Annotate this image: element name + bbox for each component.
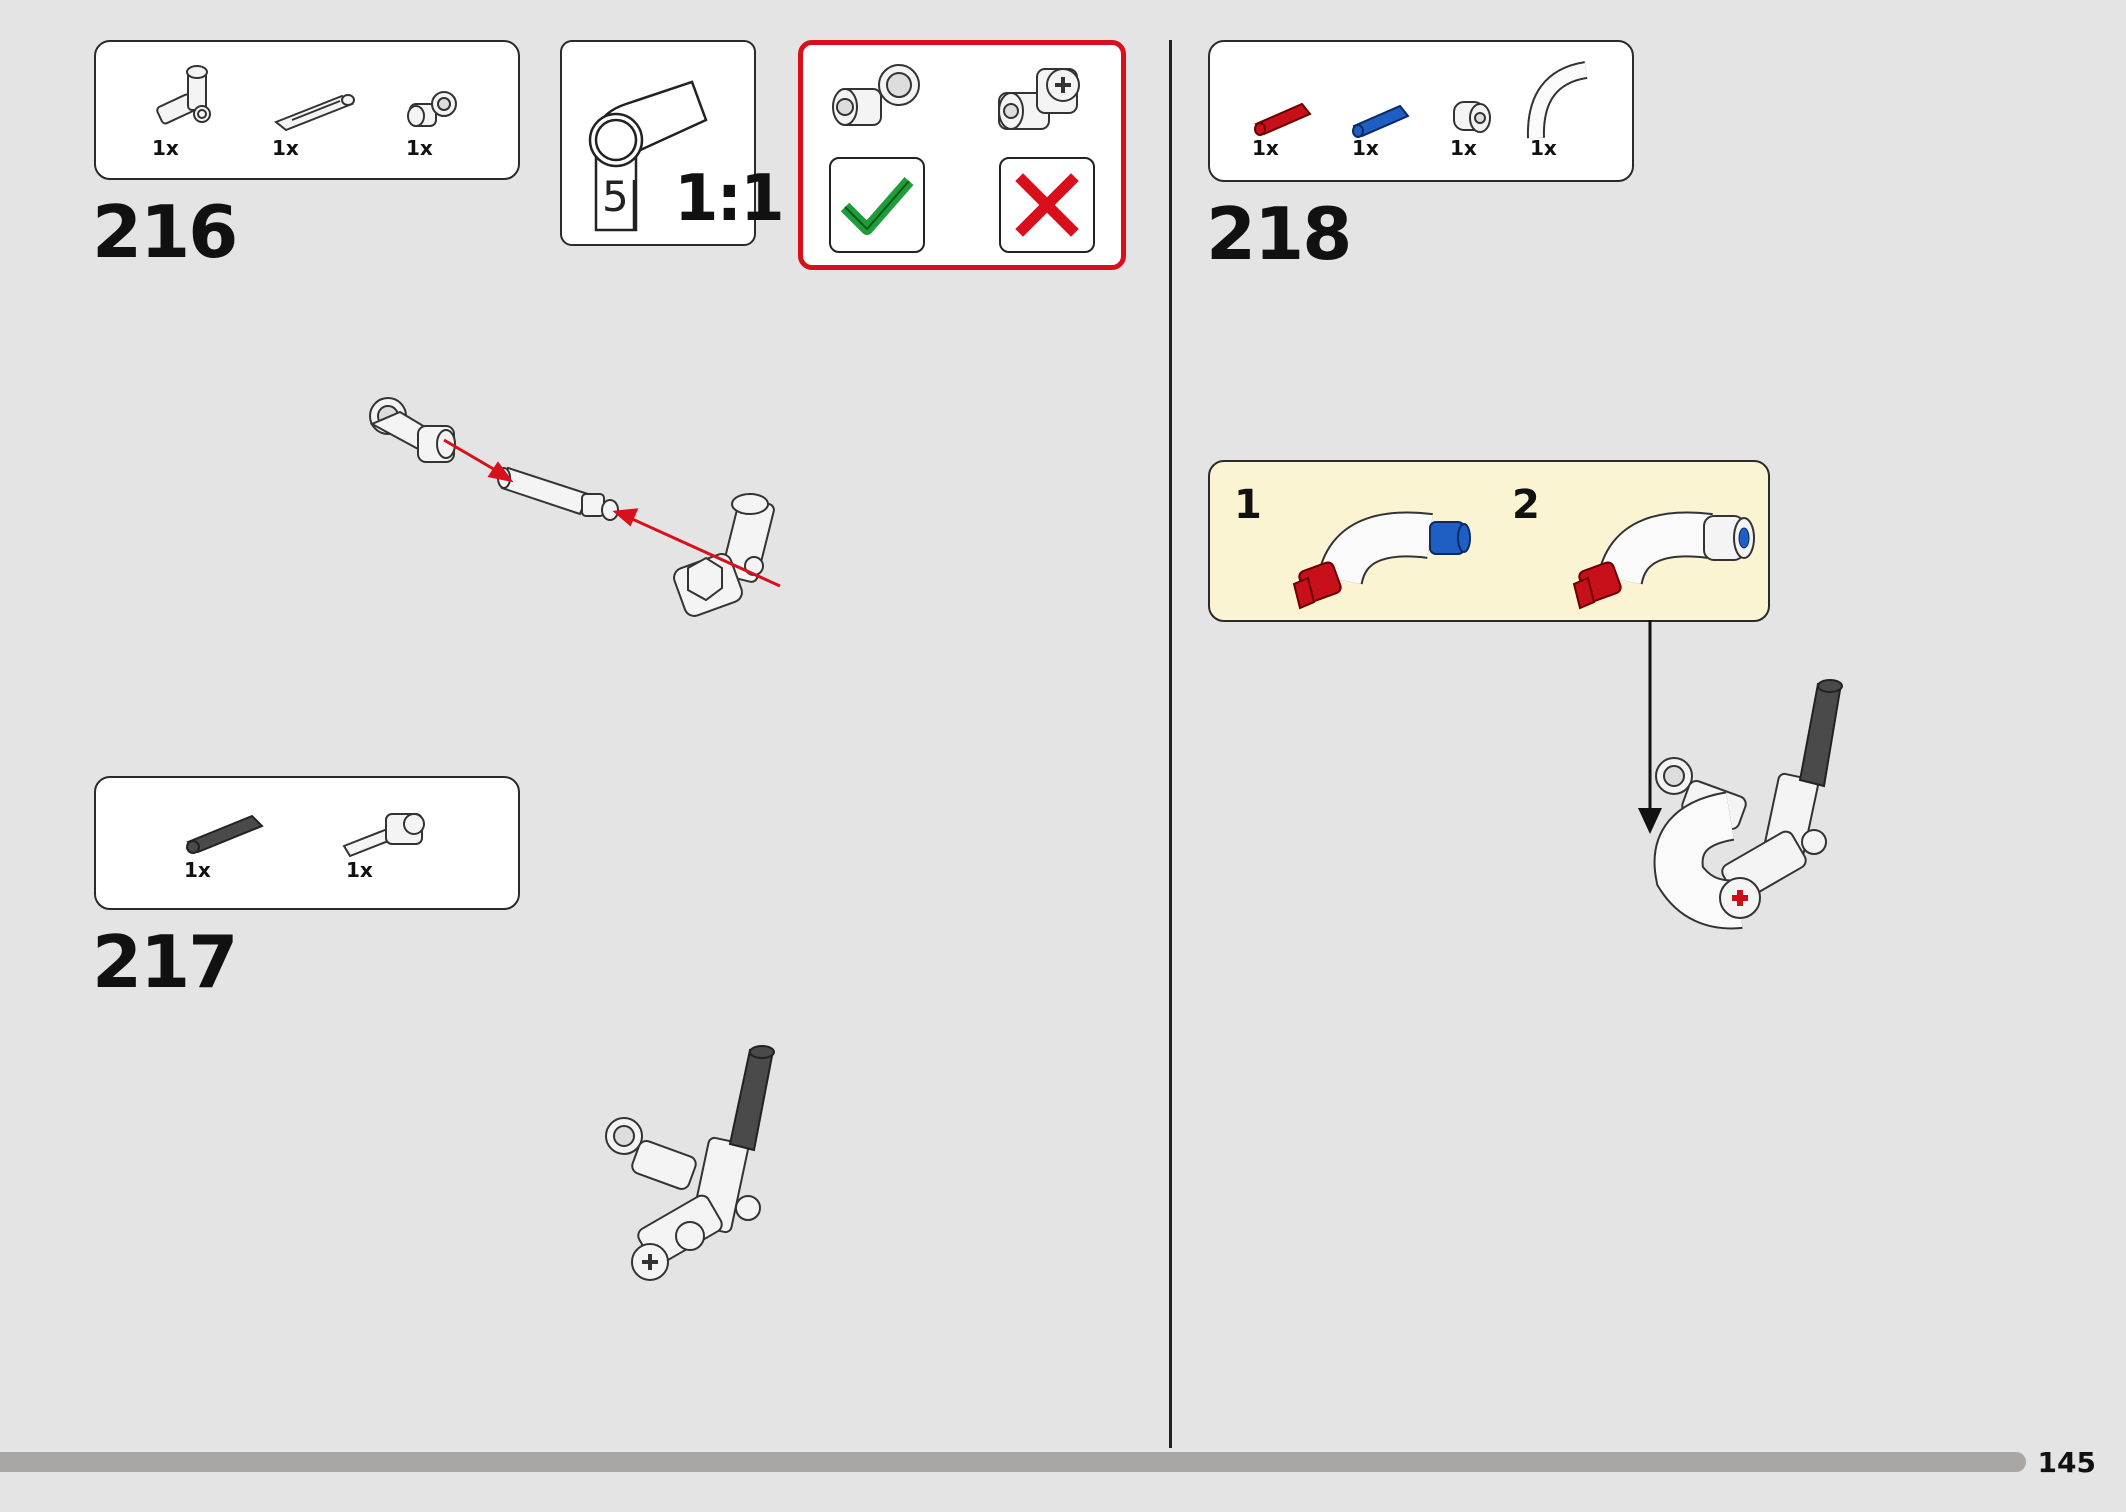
cross-block-icon [998, 68, 1080, 130]
qty-label: 1x [406, 136, 433, 160]
white-bush-icon [1453, 101, 1491, 133]
sub-step-number: 2 [1512, 482, 1540, 528]
sub-step-2-illustration [1572, 511, 1755, 610]
parts-callout-218: 1x 1x 1x 1x [1208, 40, 1634, 182]
axle-pin-connector-icon [832, 64, 920, 126]
sub-step-number: 1 [1234, 482, 1262, 528]
cross-block-icon [342, 813, 425, 858]
qty-label: 1x [152, 136, 179, 160]
orientation-callout [798, 40, 1126, 270]
step-number: 216 [92, 190, 238, 274]
qty-label: 1x [346, 858, 373, 882]
step-217-assembly-illustration [605, 1045, 775, 1281]
qty-label: 1x [272, 136, 299, 160]
sub-assembly-callout: 1 2 [1208, 460, 1770, 622]
qty-label: 1x [184, 858, 211, 882]
qty-label: 1x [1252, 136, 1279, 160]
axle-icon [274, 94, 355, 132]
page-progress-bar [0, 1452, 2026, 1472]
step-number: 217 [92, 920, 238, 1004]
sub-step-1-illustration [1292, 511, 1471, 610]
step-218-assembly-illustration [1653, 679, 1843, 930]
axle-pin-connector-icon [407, 91, 457, 127]
correct-option-box [829, 157, 925, 253]
x-mark-icon [1015, 173, 1079, 237]
ruler-number: 5 [602, 172, 629, 221]
step-number: 218 [1206, 192, 1352, 276]
white-curved-tube-icon [1526, 61, 1588, 139]
page-number: 145 [2037, 1446, 2096, 1479]
qty-label: 1x [1450, 136, 1477, 160]
step-216-assembly-illustration [369, 397, 781, 617]
blue-axle-pin-icon [1352, 104, 1410, 138]
scale-label: 1:1 [674, 162, 785, 236]
angle-connector-1to1-icon [588, 80, 708, 232]
scale-callout: 5 1:1 [560, 40, 785, 246]
dark-gray-axle-pin-icon [186, 814, 264, 854]
checkmark-icon [840, 177, 914, 235]
parts-callout-216: 1x 1x 1x [94, 40, 520, 180]
qty-label: 1x [1530, 136, 1557, 160]
qty-label: 1x [1352, 136, 1379, 160]
callout-pointer-arrow [1638, 620, 1662, 834]
red-axle-pin-icon [1254, 102, 1312, 136]
parts-callout-217: 1x 1x [94, 776, 520, 910]
wrong-option-box [999, 157, 1095, 253]
column-divider [1169, 40, 1172, 1448]
angle-connector-icon [156, 65, 211, 125]
